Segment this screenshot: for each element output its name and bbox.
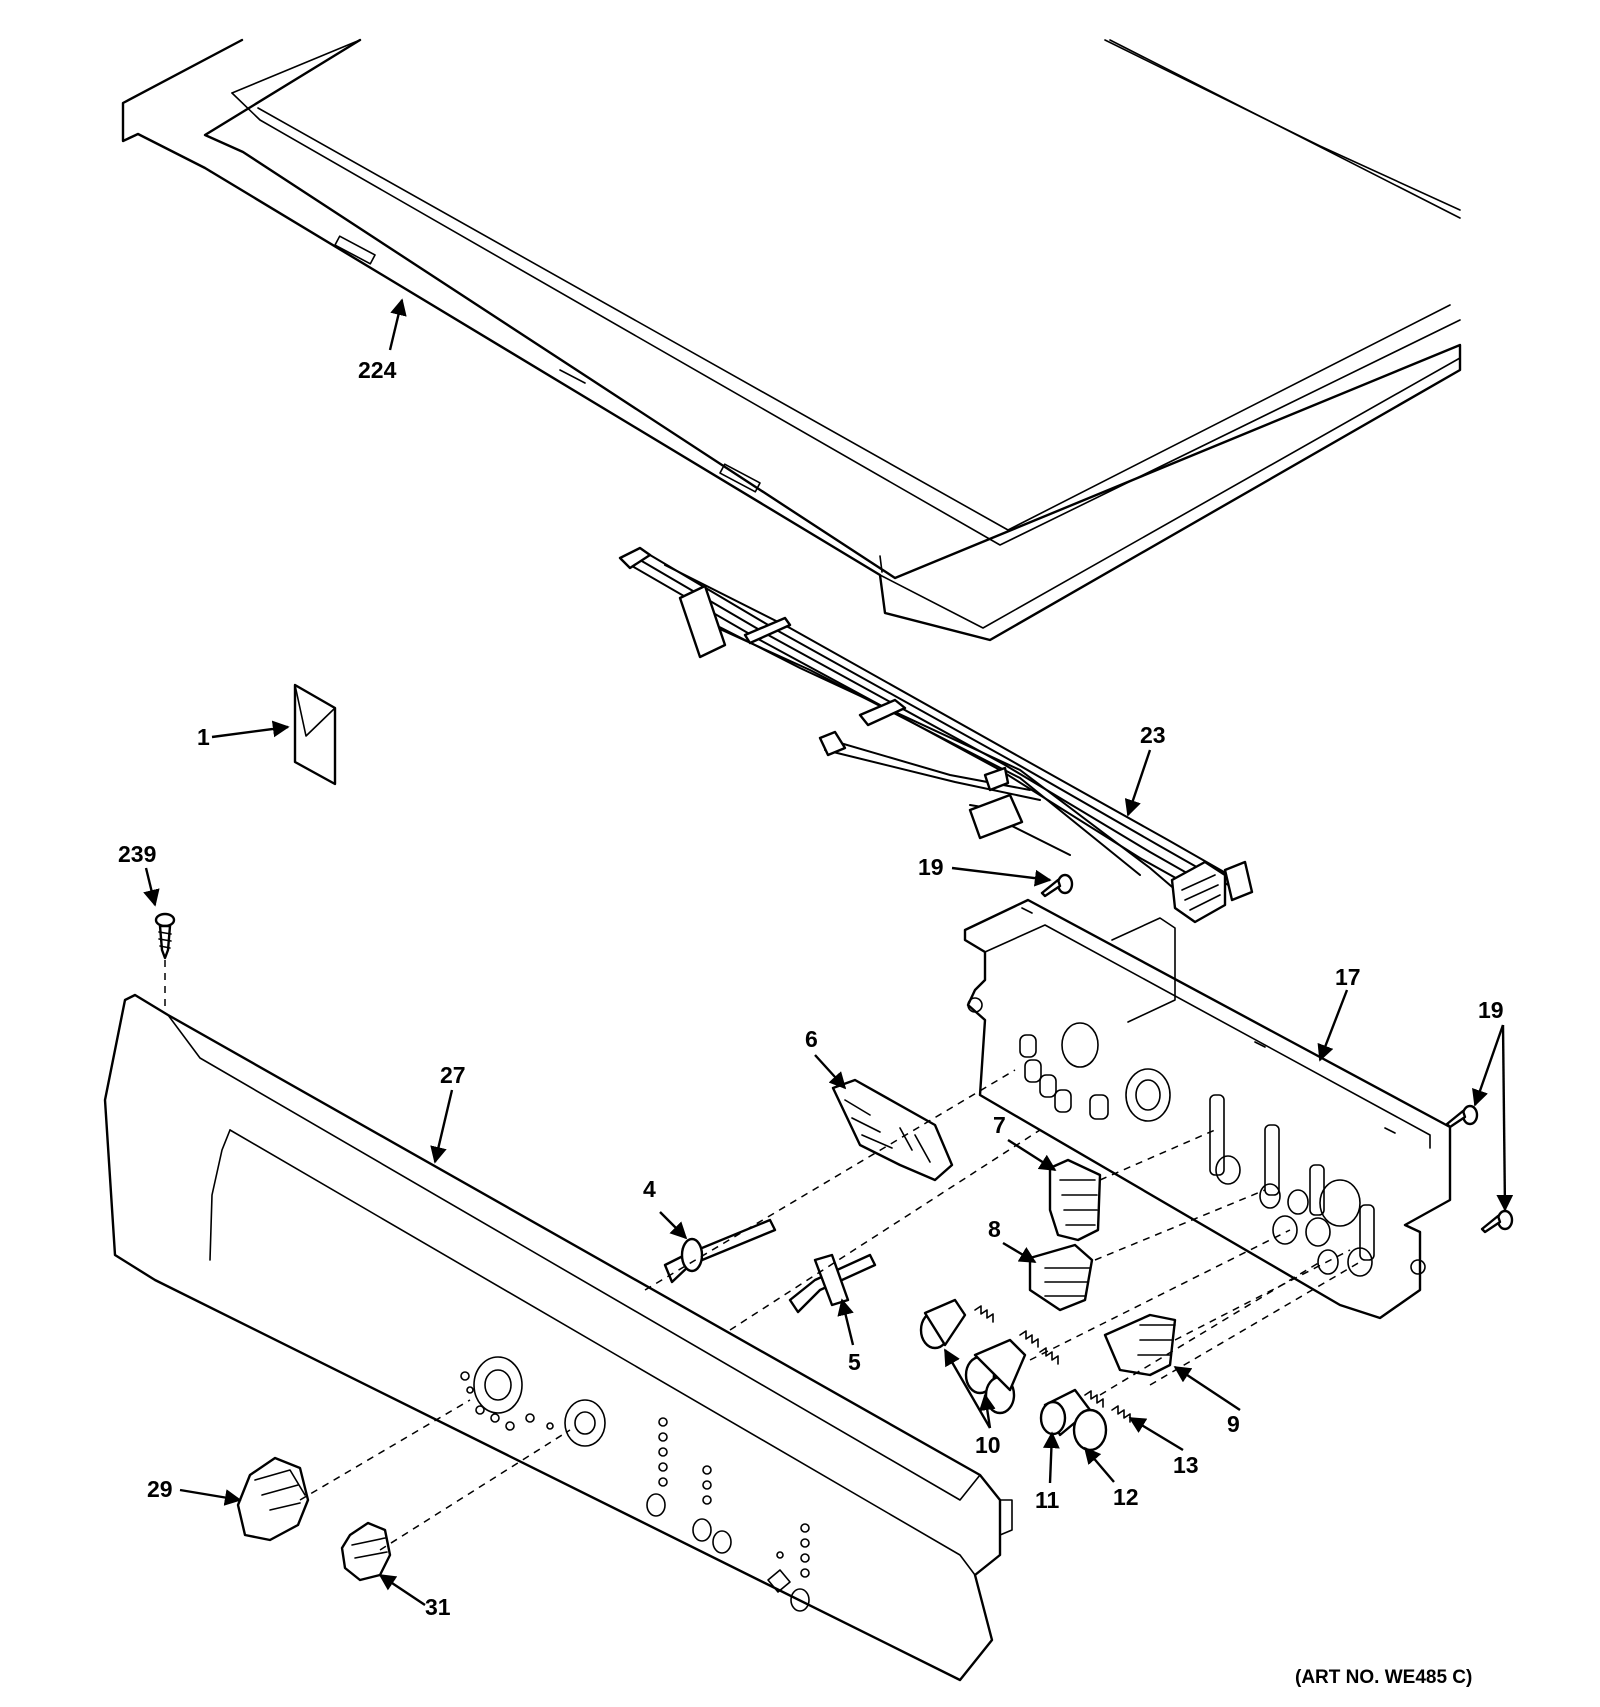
shaft-4 xyxy=(663,1218,777,1284)
button-10 xyxy=(919,1298,1027,1415)
callout-23: 23 xyxy=(1140,722,1166,748)
light-pipe-9 xyxy=(1103,1313,1177,1377)
callout-27: 27 xyxy=(440,1062,466,1088)
springs xyxy=(974,1305,1131,1423)
knob-31 xyxy=(340,1521,392,1582)
callout-19-right: 19 xyxy=(1478,997,1504,1023)
callout-5: 5 xyxy=(848,1349,861,1375)
callout-labels: 224 1 23 239 19 17 19 6 27 7 4 8 5 10 9 … xyxy=(118,357,1504,1688)
screw-19-top xyxy=(1040,873,1074,898)
callout-11: 11 xyxy=(1035,1487,1060,1513)
callout-7: 7 xyxy=(993,1112,1006,1138)
assembly-lines xyxy=(164,960,1361,1551)
callout-13: 13 xyxy=(1173,1452,1199,1478)
callout-8: 8 xyxy=(988,1216,1001,1242)
light-pipe-6 xyxy=(831,1078,954,1182)
callout-29: 29 xyxy=(147,1476,173,1502)
screw-19-right-upper xyxy=(1445,1104,1479,1129)
wire-harness xyxy=(618,546,1254,924)
top-cover xyxy=(121,38,1462,642)
control-board-housing xyxy=(963,898,1452,1320)
callout-10: 10 xyxy=(975,1432,1001,1458)
leader-lines xyxy=(143,298,1514,1606)
button-11-12 xyxy=(1039,1388,1108,1452)
art-number: (ART NO. WE485 C) xyxy=(1295,1667,1472,1688)
screw-19-right-lower xyxy=(1480,1209,1514,1234)
callout-1: 1 xyxy=(197,724,210,750)
callout-12: 12 xyxy=(1113,1484,1139,1510)
callout-224: 224 xyxy=(358,357,397,383)
shaft-5 xyxy=(788,1253,877,1314)
knob-29 xyxy=(236,1456,310,1542)
callout-31: 31 xyxy=(425,1594,451,1620)
callout-6: 6 xyxy=(805,1026,818,1052)
literature-envelope xyxy=(293,683,337,786)
screw-239 xyxy=(154,912,176,960)
callout-17: 17 xyxy=(1335,964,1361,990)
light-pipe-7 xyxy=(1048,1158,1102,1242)
control-panel-27 xyxy=(103,993,1013,1682)
callout-4: 4 xyxy=(643,1176,656,1202)
callout-19-top: 19 xyxy=(918,854,944,880)
callout-239: 239 xyxy=(118,841,156,867)
light-pipe-8 xyxy=(1028,1243,1094,1312)
callout-9: 9 xyxy=(1227,1411,1240,1437)
